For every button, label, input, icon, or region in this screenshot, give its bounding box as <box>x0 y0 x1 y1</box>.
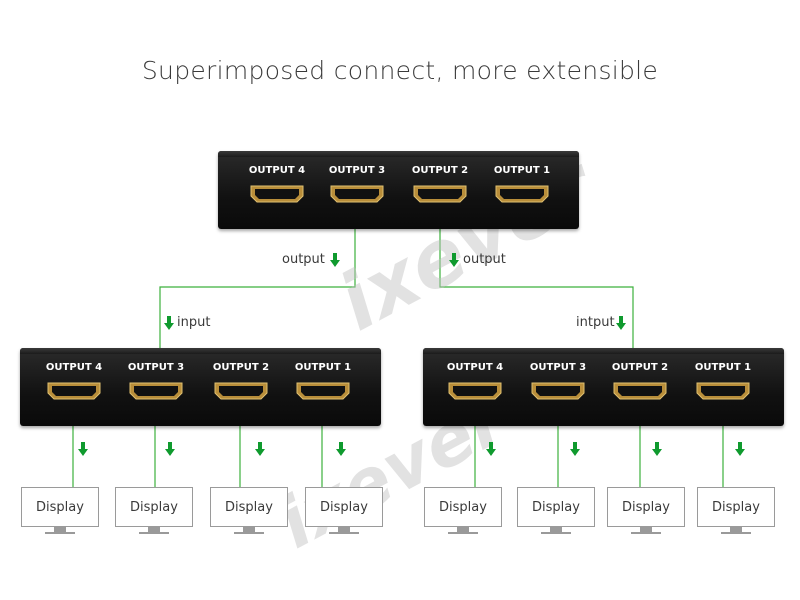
hdmi-port-icon <box>296 382 350 400</box>
monitor-icon: Display <box>424 487 502 527</box>
output-label-right: output <box>463 252 506 267</box>
top-port-label-2: OUTPUT 2 <box>411 165 469 176</box>
monitor-icon: Display <box>517 487 595 527</box>
top-port-label-1: OUTPUT 1 <box>493 165 551 176</box>
right-port-label-2: OUTPUT 2 <box>611 362 669 373</box>
down-arrow-icon <box>616 316 626 330</box>
down-arrow-icon <box>165 442 175 456</box>
right-port-label-4: OUTPUT 4 <box>446 362 504 373</box>
monitor-icon: Display <box>210 487 288 527</box>
top-port-label-4: OUTPUT 4 <box>248 165 306 176</box>
display-monitor: Display <box>607 487 685 535</box>
down-arrow-icon <box>336 442 346 456</box>
hdmi-port-icon <box>448 382 502 400</box>
down-arrow-icon <box>255 442 265 456</box>
monitor-icon: Display <box>115 487 193 527</box>
hdmi-port-icon <box>129 382 183 400</box>
down-arrow-icon <box>164 316 174 330</box>
hdmi-port-icon <box>47 382 101 400</box>
right-port-label-3: OUTPUT 3 <box>529 362 587 373</box>
display-monitor: Display <box>210 487 288 535</box>
hdmi-port-icon <box>531 382 585 400</box>
input-label-left: input <box>177 315 211 330</box>
top-port-label-3: OUTPUT 3 <box>328 165 386 176</box>
hdmi-port-icon <box>495 185 549 203</box>
display-monitor: Display <box>21 487 99 535</box>
left-port-label-2: OUTPUT 2 <box>212 362 270 373</box>
display-monitor: Display <box>305 487 383 535</box>
display-label: Display <box>36 499 84 515</box>
right-splitter: OUTPUT 4 OUTPUT 3 OUTPUT 2 OUTPUT 1 <box>423 348 784 426</box>
display-label: Display <box>320 499 368 515</box>
down-arrow-icon <box>570 442 580 456</box>
page-title: Superimposed connect, more extensible <box>141 56 659 85</box>
down-arrow-icon <box>449 253 459 267</box>
left-port-label-4: OUTPUT 4 <box>45 362 103 373</box>
down-arrow-icon <box>735 442 745 456</box>
wire-top-left <box>159 196 356 348</box>
display-monitor: Display <box>517 487 595 535</box>
display-label: Display <box>225 499 273 515</box>
monitor-icon: Display <box>305 487 383 527</box>
right-port-label-1: OUTPUT 1 <box>694 362 752 373</box>
left-port-label-1: OUTPUT 1 <box>294 362 352 373</box>
input-label-right: intput <box>576 315 615 330</box>
output-label-left: output <box>282 252 325 267</box>
monitor-icon: Display <box>697 487 775 527</box>
hdmi-port-icon <box>214 382 268 400</box>
down-arrow-icon <box>78 442 88 456</box>
display-label: Display <box>130 499 178 515</box>
top-splitter: OUTPUT 4 OUTPUT 3 OUTPUT 2 OUTPUT 1 <box>218 151 579 229</box>
display-label: Display <box>622 499 670 515</box>
hdmi-port-icon <box>330 185 384 203</box>
down-arrow-icon <box>330 253 340 267</box>
left-port-label-3: OUTPUT 3 <box>127 362 185 373</box>
wire-top-right <box>439 196 634 348</box>
display-label: Display <box>439 499 487 515</box>
left-splitter: OUTPUT 4 OUTPUT 3 OUTPUT 2 OUTPUT 1 <box>20 348 381 426</box>
hdmi-port-icon <box>250 185 304 203</box>
hdmi-port-icon <box>613 382 667 400</box>
monitor-icon: Display <box>21 487 99 527</box>
hdmi-port-icon <box>696 382 750 400</box>
monitor-icon: Display <box>607 487 685 527</box>
display-monitor: Display <box>424 487 502 535</box>
display-label: Display <box>712 499 760 515</box>
display-label: Display <box>532 499 580 515</box>
down-arrow-icon <box>652 442 662 456</box>
hdmi-port-icon <box>413 185 467 203</box>
display-monitor: Display <box>115 487 193 535</box>
display-monitor: Display <box>697 487 775 535</box>
down-arrow-icon <box>486 442 496 456</box>
